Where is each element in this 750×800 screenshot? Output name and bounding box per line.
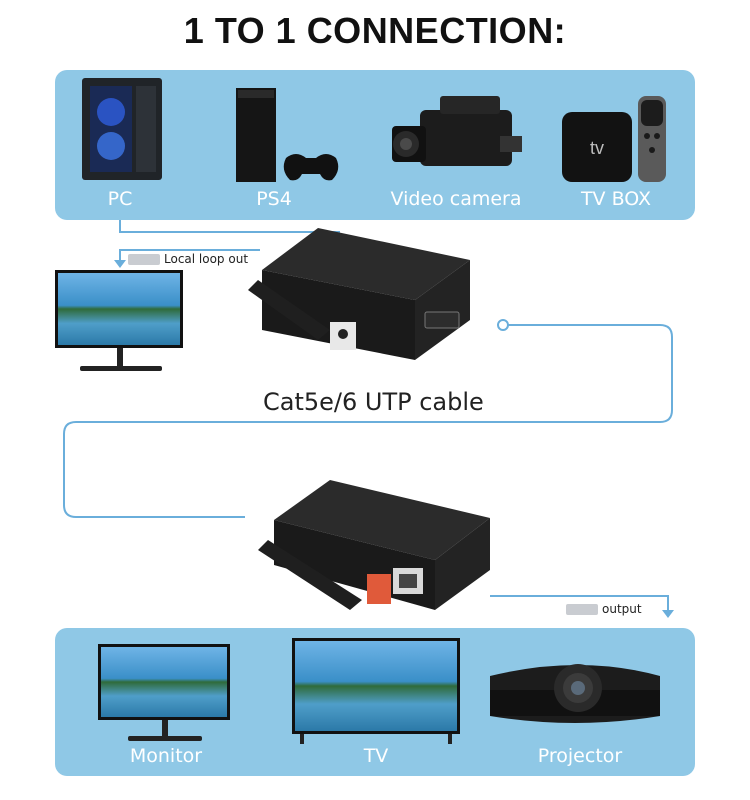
output-label-projector: Projector	[537, 745, 623, 767]
blurred-text	[128, 254, 160, 265]
projector-icon	[490, 664, 660, 723]
monitor-icon	[98, 644, 230, 741]
output-label-monitor: Monitor	[129, 745, 203, 767]
source-label-video-camera: Video camera	[390, 188, 522, 210]
page-title: 1 TO 1 CONNECTION:	[183, 10, 567, 51]
loop-monitor-icon	[55, 270, 183, 371]
output-text: output	[602, 602, 642, 616]
receiver-device	[258, 480, 490, 610]
ps4-console-icon	[236, 88, 339, 182]
transmitter-device	[248, 228, 470, 360]
source-label-tv-box: TV BOX	[580, 188, 652, 210]
output-label: output	[566, 602, 642, 616]
tv-box-brand: tv	[590, 138, 604, 158]
source-label-ps4: PS4	[256, 188, 292, 210]
tv-box-icon: tv	[562, 96, 666, 182]
pc-tower-icon	[82, 78, 162, 180]
output-label-tv: TV	[363, 745, 389, 767]
tv-icon	[292, 638, 460, 744]
local-loop-text: Local loop out	[164, 252, 249, 266]
blurred-text	[566, 604, 598, 615]
video-camera-icon	[392, 96, 522, 166]
local-loop-label: Local loop out	[128, 252, 248, 266]
source-label-pc: PC	[107, 188, 133, 210]
cable-label: Cat5e/6 UTP cable	[263, 388, 484, 416]
